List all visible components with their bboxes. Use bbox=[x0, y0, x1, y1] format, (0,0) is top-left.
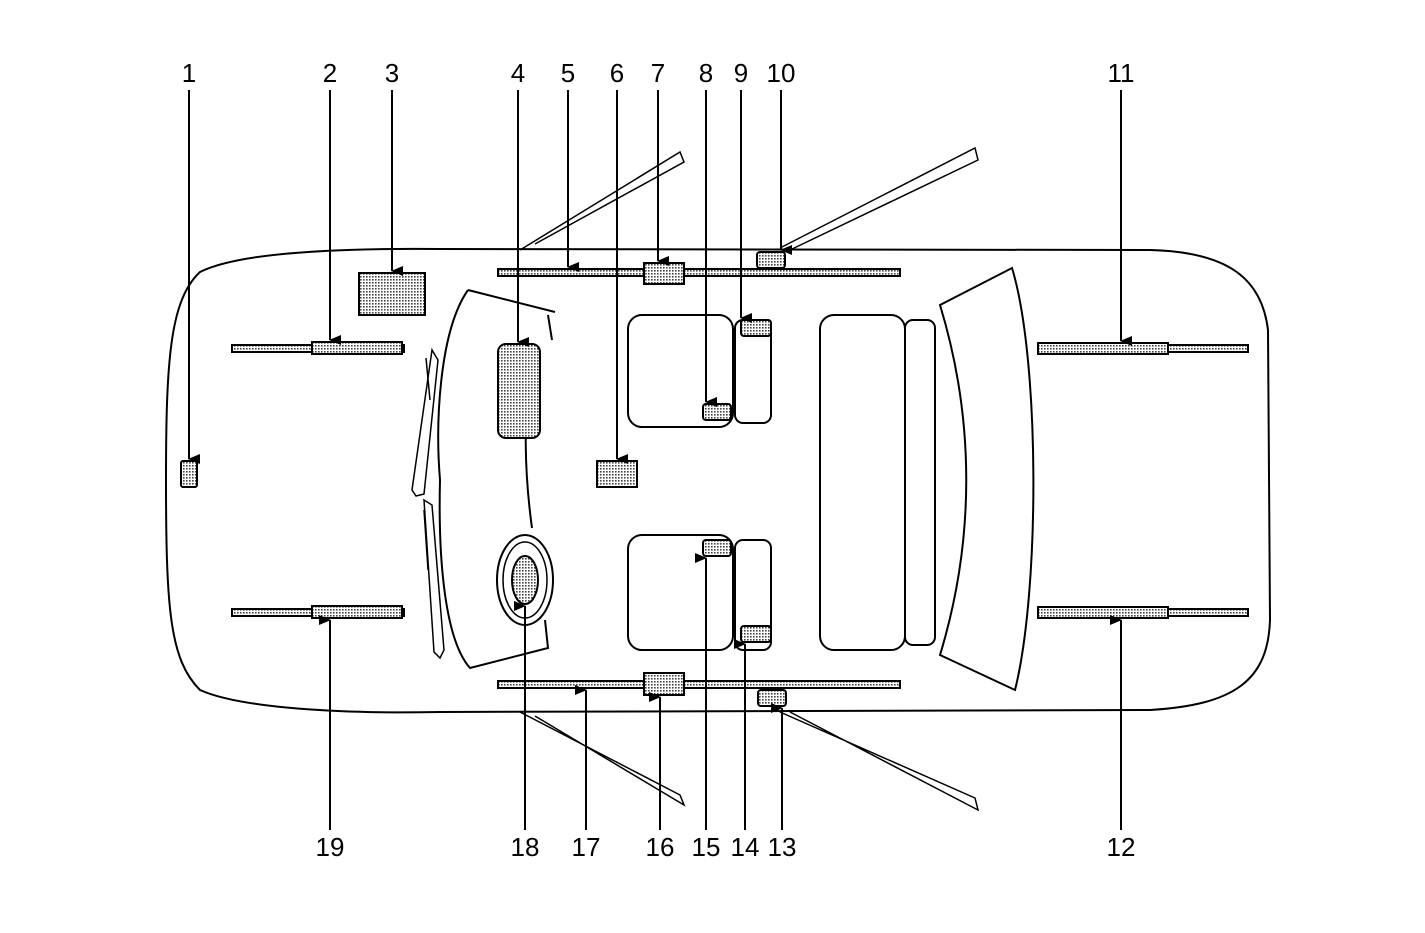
callout-label-18: 18 bbox=[511, 832, 540, 862]
callout-label-1: 1 bbox=[182, 58, 196, 88]
vehicle-body-outline bbox=[164, 247, 1272, 714]
callout-label-13: 13 bbox=[768, 832, 797, 862]
callout-label-8: 8 bbox=[699, 58, 713, 88]
component-2-front-left-sensor bbox=[311, 341, 403, 355]
component-16-right-side-module bbox=[643, 672, 685, 696]
right-side-rail bbox=[497, 680, 901, 689]
component-8-seat-sensor bbox=[702, 403, 732, 421]
callout-label-14: 14 bbox=[731, 832, 760, 862]
component-11-rear-left-sensor bbox=[1037, 342, 1169, 355]
front-left-door-open bbox=[519, 150, 685, 251]
rear-right-door-open bbox=[779, 711, 980, 812]
left-side-rail bbox=[497, 268, 901, 277]
callout-label-11: 11 bbox=[1108, 58, 1135, 88]
callout-label-12: 12 bbox=[1107, 832, 1136, 862]
callout-label-17: 17 bbox=[572, 832, 601, 862]
callout-label-19: 19 bbox=[316, 832, 345, 862]
rear-left-door-open bbox=[779, 146, 979, 251]
component-14-seat-belt-sensor bbox=[740, 625, 772, 643]
component-15-seat-sensor bbox=[702, 539, 732, 557]
component-9-seat-belt-sensor bbox=[740, 319, 772, 337]
rear-seat bbox=[819, 314, 936, 651]
callout-label-10: 10 bbox=[767, 58, 796, 88]
callout-label-6: 6 bbox=[610, 58, 624, 88]
rear-window bbox=[938, 266, 1035, 692]
component-4-passenger-airbag bbox=[497, 343, 541, 439]
callout-label-2: 2 bbox=[323, 58, 337, 88]
component-10-side-sensor bbox=[756, 251, 786, 269]
callout-label-4: 4 bbox=[511, 58, 525, 88]
windshield-wipers bbox=[411, 347, 445, 660]
component-12-rear-right-sensor bbox=[1037, 606, 1169, 619]
component-7-left-side-module bbox=[643, 262, 685, 285]
component-1-front-sensor bbox=[180, 460, 198, 488]
component-6-control-module bbox=[596, 460, 638, 488]
callout-label-3: 3 bbox=[385, 58, 399, 88]
leader-lines bbox=[188, 90, 1132, 830]
callout-labels: 1 2 3 4 5 6 7 8 9 10 11 12 13 14 15 16 1… bbox=[182, 58, 1136, 862]
front-right-seat bbox=[627, 534, 772, 651]
dashboard-outline bbox=[437, 289, 556, 670]
component-13-side-sensor bbox=[757, 689, 787, 707]
front-right-door-open bbox=[519, 711, 686, 807]
component-18-driver-airbag bbox=[511, 555, 539, 605]
callout-label-7: 7 bbox=[651, 58, 665, 88]
component-19-front-right-sensor bbox=[311, 605, 403, 619]
callout-label-5: 5 bbox=[561, 58, 575, 88]
component-3-module bbox=[358, 272, 426, 316]
callout-label-16: 16 bbox=[646, 832, 675, 862]
callout-label-9: 9 bbox=[734, 58, 748, 88]
callout-label-15: 15 bbox=[692, 832, 721, 862]
